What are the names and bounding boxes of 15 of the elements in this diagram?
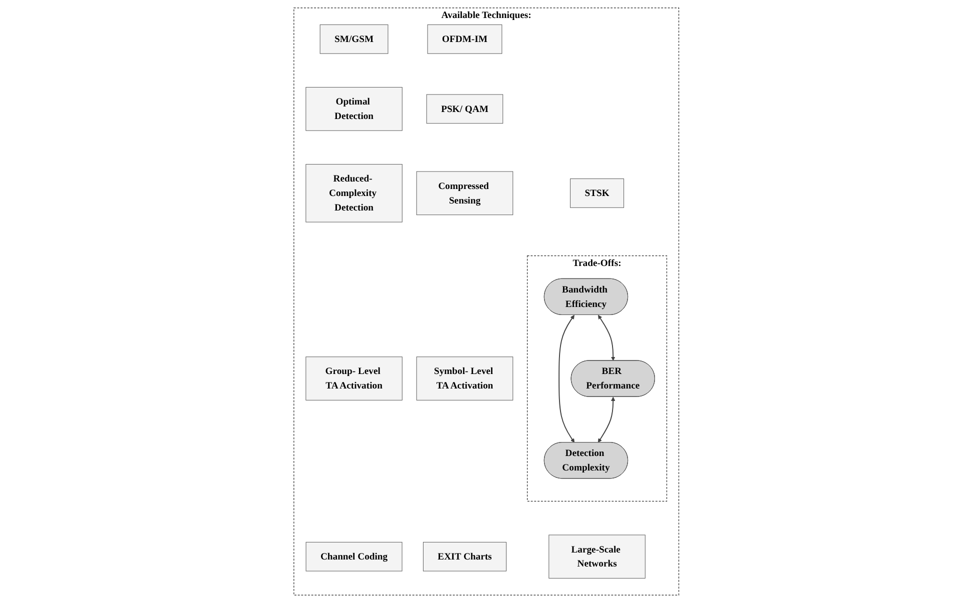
node-box: EXIT Charts [423,542,507,572]
arrow [598,396,616,443]
node-box: PSK/ QAM [426,94,504,124]
node-box: Reduced- Complexity Detection [306,164,403,222]
node-box: Group- Level TA Activation [306,356,403,400]
arrow [598,314,616,361]
arrow [558,314,575,443]
node-box: STSK [570,178,624,208]
node-box: SM/GSM [320,24,388,54]
node-box: Large-Scale Networks [548,534,646,579]
node-box: Symbol- Level TA Activation [416,356,514,400]
node-box: Compressed Sensing [416,171,514,216]
node-box: Optimal Detection [306,87,403,131]
node-box: OFDM-IM [428,24,502,54]
node-box: Channel Coding [306,542,402,572]
